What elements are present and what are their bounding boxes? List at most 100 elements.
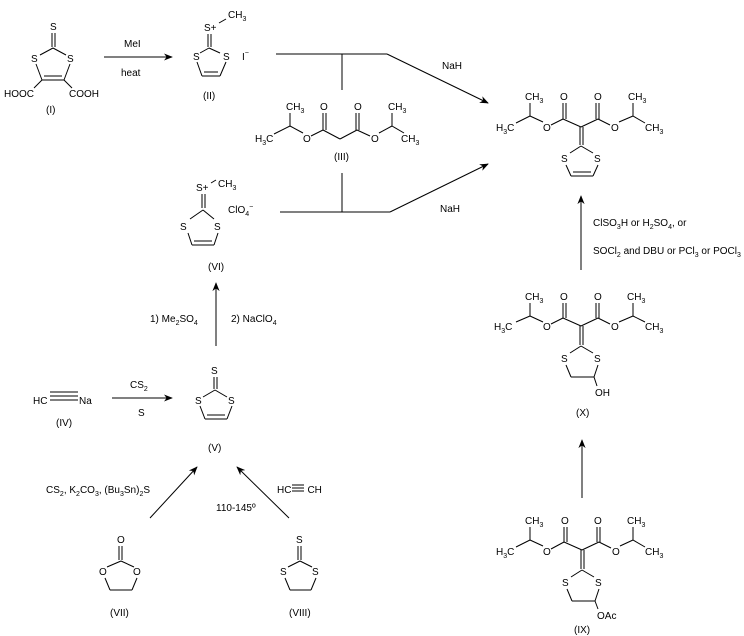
atom-h3c: H3C <box>496 123 514 136</box>
compound-V: S S S (V) <box>195 366 235 454</box>
atom-o: O <box>99 567 107 578</box>
compound-VI: S+ CH3 S S ClO4− (VI) <box>180 179 253 273</box>
counterion: ClO4− <box>228 204 253 218</box>
atom-o: O <box>543 547 551 558</box>
atom-ch3: CH3 <box>388 102 406 115</box>
atom-h3c: H3C <box>255 134 273 147</box>
arrow-I-to-II: MeI heat <box>104 39 173 79</box>
atom-h3c: H3C <box>496 547 514 560</box>
compound-I: S S S HOOC COOH (I) <box>4 22 99 116</box>
atom-s: S <box>50 22 57 33</box>
compound-label: (V) <box>208 443 221 454</box>
atom-o: O <box>594 516 602 527</box>
formula-right: Na <box>79 396 92 407</box>
atom-s: S <box>67 54 74 65</box>
compound-label: (VI) <box>208 262 224 273</box>
atom-ch3: CH3 <box>628 92 646 105</box>
compound-VIII: S S S (VIII) <box>280 535 319 619</box>
compound-label: (VII) <box>110 608 129 619</box>
reagent-label: MeI <box>124 39 141 50</box>
compound-label: (VIII) <box>289 608 311 619</box>
atom-s: S <box>214 222 221 233</box>
reagent-line-1: ClSO3H or H2SO4, or <box>593 218 687 231</box>
compound-label: (I) <box>46 105 55 116</box>
atom-s: S <box>280 567 287 578</box>
compound-IX: CH3 O O CH3 H3C O O CH3 S S OAc (IX) <box>496 516 663 636</box>
reagent-label: CS2, K2CO3, (Bu3Sn)2S <box>46 485 150 498</box>
atom-s: S <box>211 366 218 377</box>
atom-ch3: CH3 <box>645 123 663 136</box>
reagent-label: CS2 <box>130 380 148 393</box>
atom-o: O <box>611 123 619 134</box>
atom-o: O <box>543 123 551 134</box>
atom-o: O <box>560 92 568 103</box>
atom-o: O <box>133 567 141 578</box>
arrow-V-to-VI: 1) Me2SO4 2) NaClO4 <box>150 282 277 346</box>
atom-ch3: CH3 <box>525 292 543 305</box>
reagent-label: heat <box>121 68 141 79</box>
arrow-IV-to-V: CS2 S <box>112 380 173 419</box>
atom-o: O <box>117 535 125 546</box>
atom-ch3: CH3 <box>525 92 543 105</box>
atom-s: S <box>180 222 187 233</box>
atom-s: S <box>562 578 569 589</box>
reagent-label: NaH <box>440 204 460 215</box>
arrow-VII-to-V: CS2, K2CO3, (Bu3Sn)2S <box>46 466 198 519</box>
compound-label: (X) <box>576 408 589 419</box>
reagent-label: NaH <box>442 61 462 72</box>
atom-ch3: CH3 <box>627 292 645 305</box>
compound-II: S+ CH3 S S I− (II) <box>193 10 249 102</box>
atom-s: S <box>561 354 568 365</box>
atom-s: S <box>594 154 601 165</box>
compound-IV: HC Na (IV) <box>33 391 92 429</box>
atom-o: O <box>543 322 551 333</box>
atom-s-plus: S+ <box>204 23 217 34</box>
atom-s: S <box>595 578 602 589</box>
compound-label: (IX) <box>574 625 590 636</box>
atom-o: O <box>594 292 602 303</box>
compound-X: CH3 O O CH3 H3C O O CH3 S S OH (X) <box>494 292 663 419</box>
atom-s: S <box>31 54 38 65</box>
compound-product: CH3 O O CH3 H3C O O CH3 S S <box>496 92 663 177</box>
reagent-line-2: SOCl2 and DBU or PCl3 or POCl3 <box>593 246 741 259</box>
atom-ch3: CH3 <box>286 102 304 115</box>
compound-label: (II) <box>203 91 215 102</box>
atom-h3c: H3C <box>494 322 512 335</box>
atom-ch3: CH3 <box>645 547 663 560</box>
atom-s: S <box>594 354 601 365</box>
atom-group: COOH <box>69 89 99 100</box>
atom-substituent: OAc <box>597 611 616 622</box>
arrow-VI-III-to-product: NaH <box>280 163 489 215</box>
formula-left: HC <box>33 396 47 407</box>
atom-o: O <box>371 134 379 145</box>
atom-o: O <box>612 547 620 558</box>
atom-s: S <box>193 52 200 63</box>
atom-group: HOOC <box>4 89 34 100</box>
arrow-X-to-product: ClSO3H or H2SO4, or SOCl2 and DBU or PCl… <box>577 195 741 270</box>
atom-s: S <box>223 52 230 63</box>
atom-ch3: CH3 <box>627 516 645 529</box>
atom-substituent: OH <box>595 388 610 399</box>
atom-s: S <box>561 154 568 165</box>
atom-s: S <box>195 396 202 407</box>
atom-o: O <box>611 322 619 333</box>
reagent-label: S <box>138 408 145 419</box>
compound-III: CH3 O O CH3 H3C O O CH3 (III) <box>255 102 419 163</box>
compound-label: (III) <box>334 152 349 163</box>
counterion: I− <box>242 50 249 63</box>
reagent-step-1: 1) Me2SO4 <box>150 314 198 327</box>
reagent-step-2: 2) NaClO4 <box>231 314 277 327</box>
atom-s: S <box>296 535 303 546</box>
atom-o: O <box>320 102 328 113</box>
arrow-II-III-to-product: NaH <box>276 53 489 104</box>
atom-o: O <box>303 134 311 145</box>
atom-o: O <box>561 516 569 527</box>
atom-ch3: CH3 <box>401 134 419 147</box>
atom-s: S <box>312 567 319 578</box>
atom-s: S <box>228 396 235 407</box>
compound-label: (IV) <box>56 418 72 429</box>
atom-methyl: CH3 <box>228 10 246 23</box>
